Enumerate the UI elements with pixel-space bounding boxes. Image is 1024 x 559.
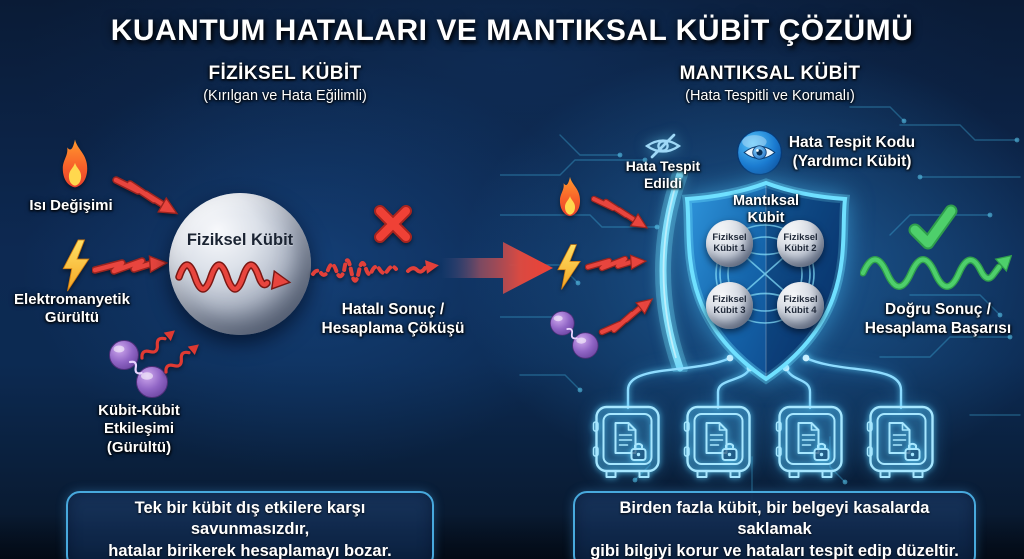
- safe-vault-icon: [683, 405, 751, 478]
- error-arrow-icon: [598, 298, 654, 336]
- physical-section-subheading: (Kırılgan ve Hata Eğilimli): [203, 88, 367, 104]
- error-detected-label: Hata Tespit Edildi: [625, 158, 701, 191]
- logical-caption-box: Birden fazla kübit, bir belgeyi kasalard…: [573, 491, 976, 559]
- fire-icon: [62, 139, 88, 188]
- inner-qubit-3: Fiziksel Kübit 3: [706, 282, 753, 329]
- inner-qubit-2: Fiziksel Kübit 2: [777, 220, 824, 267]
- lightning-icon: [557, 244, 581, 290]
- error-arrow-icon: [112, 176, 179, 215]
- success-label: Doğru Sonuç / Hesaplama Başarısı: [864, 301, 1012, 337]
- inner-qubit-4: Fiziksel Kübit 4: [777, 282, 824, 329]
- success-wave-icon: [860, 254, 1012, 290]
- lightning-icon: [62, 239, 90, 292]
- logical-section-subheading: (Hata Tespitli ve Korumalı): [685, 88, 855, 104]
- threat-qubit-interaction-label: Kübit-Kübit Etkileşimi (Gürültü): [98, 402, 180, 456]
- eye-badge-icon: [736, 129, 783, 176]
- page-title: KUANTUM HATALARI VE MANTIKSAL KÜBİT ÇÖZÜ…: [110, 14, 914, 47]
- qubit-pair-icon: [549, 310, 599, 359]
- threat-em-noise-label: Elektromanyetik Gürültü: [14, 291, 130, 327]
- corrupted-wave-icon: [311, 258, 439, 283]
- inner-qubit-1-label: Fiziksel Kübit 1: [712, 231, 747, 254]
- detection-code-label: Hata Tespit Kodu (Yardımcı Kübit): [788, 134, 916, 170]
- safe-vault-icon: [866, 405, 934, 478]
- fire-icon: [559, 176, 581, 217]
- circuit-pattern: [500, 106, 1021, 510]
- physical-caption-box: Tek bir kübit dış etkilere karşı savunma…: [66, 491, 434, 559]
- inner-qubit-1: Fiziksel Kübit 1: [706, 220, 753, 267]
- error-arrow-icon: [92, 255, 168, 275]
- logical-section-heading: MANTIKSAL KÜBİT: [679, 63, 861, 84]
- x-icon: [374, 205, 412, 243]
- shield-to-safe-connectors: [626, 354, 903, 410]
- shield-title: Mantıksal Kübit: [732, 193, 800, 226]
- failure-label: Hatalı Sonuç / Hesaplama Çöküşü: [321, 301, 465, 337]
- physical-qubit-sphere-label: Fiziksel Kübit: [186, 231, 294, 249]
- qubit-pair-icon: [109, 340, 168, 398]
- threat-heat-label: Isı Değişimi: [29, 197, 113, 214]
- check-icon: [908, 204, 958, 250]
- safe-vault-icon: [775, 405, 843, 478]
- transition-arrow-icon: [441, 242, 553, 294]
- qubit-wave-icon: [175, 261, 292, 293]
- safe-vault-icon: [592, 405, 660, 478]
- noise-squiggle-arrow-icon: [140, 330, 199, 374]
- error-arrow-icon: [585, 254, 647, 272]
- eye-slash-icon: [644, 133, 682, 159]
- physical-qubit-sphere: Fiziksel Kübit: [169, 193, 311, 335]
- physical-section-heading: FİZİKSEL KÜBİT: [208, 63, 362, 84]
- inner-qubit-2-label: Fiziksel Kübit 2: [783, 231, 818, 254]
- error-arrow-icon: [591, 195, 649, 229]
- inner-qubit-4-label: Fiziksel Kübit 4: [783, 293, 818, 316]
- deflection-barrier: [655, 170, 688, 372]
- inner-qubit-3-label: Fiziksel Kübit 3: [712, 293, 747, 316]
